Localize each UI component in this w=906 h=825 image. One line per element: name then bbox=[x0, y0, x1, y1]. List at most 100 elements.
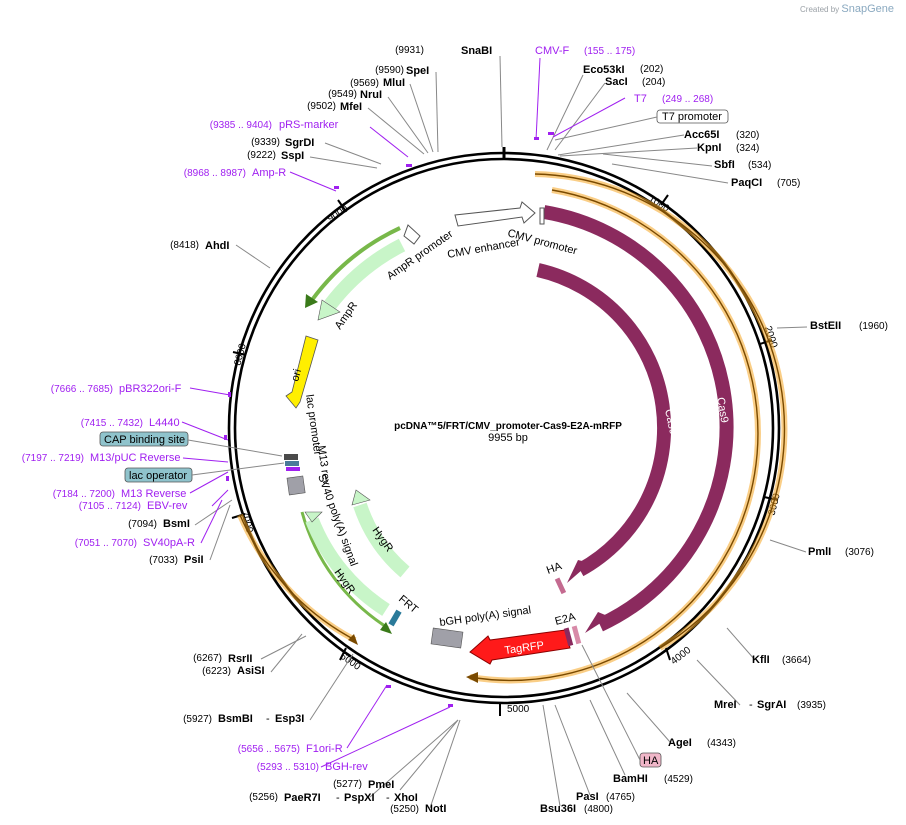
primer-m13-reverse: M13 Reverse bbox=[121, 488, 186, 500]
enzyme-pos-spei: (9590) bbox=[375, 65, 404, 76]
enzyme-pos-sspi: (9222) bbox=[247, 150, 276, 161]
enzyme-pos-bsu36i: (4800) bbox=[584, 804, 613, 815]
enzyme-pos-kpni: (324) bbox=[736, 143, 759, 154]
feature-e2a-ha bbox=[571, 625, 582, 645]
feature-ori bbox=[285, 335, 319, 409]
enzyme-pos-kfli: (3664) bbox=[782, 655, 811, 666]
enzyme-pos-mlui: (9569) bbox=[350, 78, 379, 89]
enzyme-bsmi: BsmI bbox=[163, 518, 190, 530]
enzyme-pos-asisi: (6223) bbox=[202, 666, 231, 677]
enzyme-sgrdi: SgrDI bbox=[285, 137, 314, 149]
dash-pspxi: - bbox=[386, 792, 390, 804]
enzyme-pos-pmei: (5277) bbox=[333, 779, 362, 790]
enzyme-bsmbi: BsmBI bbox=[218, 713, 253, 725]
enzyme-bsteii: BstEII bbox=[810, 320, 841, 332]
enzyme-pos-agei: (4343) bbox=[707, 738, 736, 749]
enzyme-ahdi: AhdI bbox=[205, 240, 229, 252]
arrowhead-ampr-line bbox=[305, 294, 318, 308]
dash-bsmbi: - bbox=[266, 713, 270, 725]
primer-pos-prs-marker: (9385 .. 9404) bbox=[210, 120, 272, 131]
feature-hygr-line bbox=[300, 511, 389, 630]
feature-cap-site bbox=[284, 454, 298, 460]
feature-hygr-outer bbox=[305, 517, 390, 616]
primer-m13puc-rev: M13/pUC Reverse bbox=[90, 452, 180, 464]
feature-cas9-inner bbox=[536, 263, 672, 577]
cap-binding-site-label: CAP binding site bbox=[104, 434, 185, 446]
primer-pos-l4440: (7415 .. 7432) bbox=[81, 418, 143, 429]
enzyme-pspxi: PspXI bbox=[344, 792, 375, 804]
label-m13rev: M13 rev bbox=[315, 445, 332, 487]
cap-leader bbox=[187, 439, 283, 457]
enzyme-mlui: MluI bbox=[383, 77, 405, 89]
cap-binding-site-box bbox=[99, 431, 189, 447]
primer-pos-t7: (249 .. 268) bbox=[662, 94, 713, 105]
enzyme-saci: SacI bbox=[605, 76, 628, 88]
feature-orange-arc-a-line bbox=[534, 173, 786, 649]
primer-amp-r: Amp-R bbox=[252, 167, 286, 179]
primer-cmv-f: CMV-F bbox=[535, 45, 570, 57]
feature-bgh bbox=[430, 627, 464, 649]
enzyme-mfei: MfeI bbox=[340, 101, 362, 113]
primer-bgh-rev: BGH-rev bbox=[325, 761, 368, 773]
feature-ampr-promoter bbox=[403, 224, 421, 245]
feature-ampr-line bbox=[310, 226, 401, 302]
enzyme-pos-noti: (5250) bbox=[390, 804, 419, 815]
label-e2a: E2A bbox=[554, 611, 578, 628]
primer-f1ori-r: F1ori-R bbox=[306, 743, 343, 755]
enzyme-kpni: KpnI bbox=[697, 142, 721, 154]
enzyme-acc65i: Acc65I bbox=[684, 129, 719, 141]
plasmid-name: pcDNA™5/FRT/CMV_promoter-Cas9-E2A-mRFP bbox=[394, 421, 622, 432]
feature-m13-site bbox=[286, 467, 300, 471]
enzyme-eco53ki: Eco53kI bbox=[583, 64, 625, 76]
primer-ebv-rev: EBV-rev bbox=[147, 500, 188, 512]
enzyme-rsrii: RsrII bbox=[228, 653, 252, 665]
enzyme-pos-paer7i: (5256) bbox=[249, 792, 278, 803]
enzyme-snabi: SnaBI bbox=[461, 45, 492, 57]
feature-hygr-inner bbox=[353, 502, 410, 578]
enzyme-pos-bsmbi: (5927) bbox=[183, 714, 212, 725]
enzyme-pos-bamhi: (4529) bbox=[664, 774, 693, 785]
enzyme-noti: NotI bbox=[425, 803, 446, 815]
arrowhead-hygr-inner bbox=[351, 489, 371, 506]
enzyme-pos-saci: (204) bbox=[642, 77, 665, 88]
enzyme-nrui: NruI bbox=[360, 89, 382, 101]
enzyme-kfli: KflI bbox=[752, 654, 770, 666]
enzyme-pmli: PmlI bbox=[808, 546, 831, 558]
label-cmv-enhancer: CMV enhancer bbox=[446, 236, 521, 261]
enzyme-bsu36i: Bsu36I bbox=[540, 803, 576, 815]
enzyme-sgrai: SgrAI bbox=[757, 699, 786, 711]
enzyme-pos-sgrai: (3935) bbox=[797, 700, 826, 711]
enzyme-pos-bsmi: (7094) bbox=[128, 519, 157, 530]
lac-operator-leader bbox=[191, 462, 285, 476]
enzyme-psii: PsiI bbox=[184, 554, 204, 566]
arrowhead-orange-c bbox=[348, 634, 358, 645]
ha-box-label: HA bbox=[643, 755, 659, 767]
tick-5000: 5000 bbox=[507, 704, 530, 715]
enzyme-pos-snabi: (9931) bbox=[395, 45, 424, 56]
primer-sv40pa-r: SV40pA-R bbox=[143, 537, 195, 549]
primer-l4440: L4440 bbox=[149, 417, 180, 429]
snapgene-credit: Created by SnapGene bbox=[800, 3, 894, 15]
arrowhead-cas9-outer bbox=[585, 612, 610, 633]
enzyme-pos-nrui: (9549) bbox=[328, 89, 357, 100]
label-ori: ori bbox=[289, 368, 304, 383]
feature-orange-arc-b-line bbox=[469, 189, 759, 682]
primer-pos-m13puc-rev: (7197 .. 7219) bbox=[22, 453, 84, 464]
enzyme-pos-mfei: (9502) bbox=[307, 101, 336, 112]
enzyme-esp3i: Esp3I bbox=[275, 713, 304, 725]
t7-promoter-box bbox=[656, 109, 729, 124]
arrowhead-hygr-outer bbox=[304, 511, 323, 523]
arrowhead-hygr-line bbox=[380, 622, 392, 634]
lac-operator-label: lac operator bbox=[129, 470, 187, 482]
tick-9000: 9000 bbox=[326, 203, 351, 225]
enzyme-asisi: AsiSI bbox=[237, 665, 265, 677]
label-ha: HA bbox=[545, 560, 564, 577]
ha-leader bbox=[581, 644, 641, 761]
arrowhead-orange-b bbox=[466, 672, 478, 683]
enzyme-xhoi: XhoI bbox=[394, 792, 418, 804]
primer-pos-f1ori-r: (5656 .. 5675) bbox=[238, 744, 300, 755]
enzyme-pos-paqci: (705) bbox=[777, 178, 800, 189]
enzyme-pmei: PmeI bbox=[368, 779, 394, 791]
snapgene-logo: SnapGene bbox=[841, 3, 894, 15]
